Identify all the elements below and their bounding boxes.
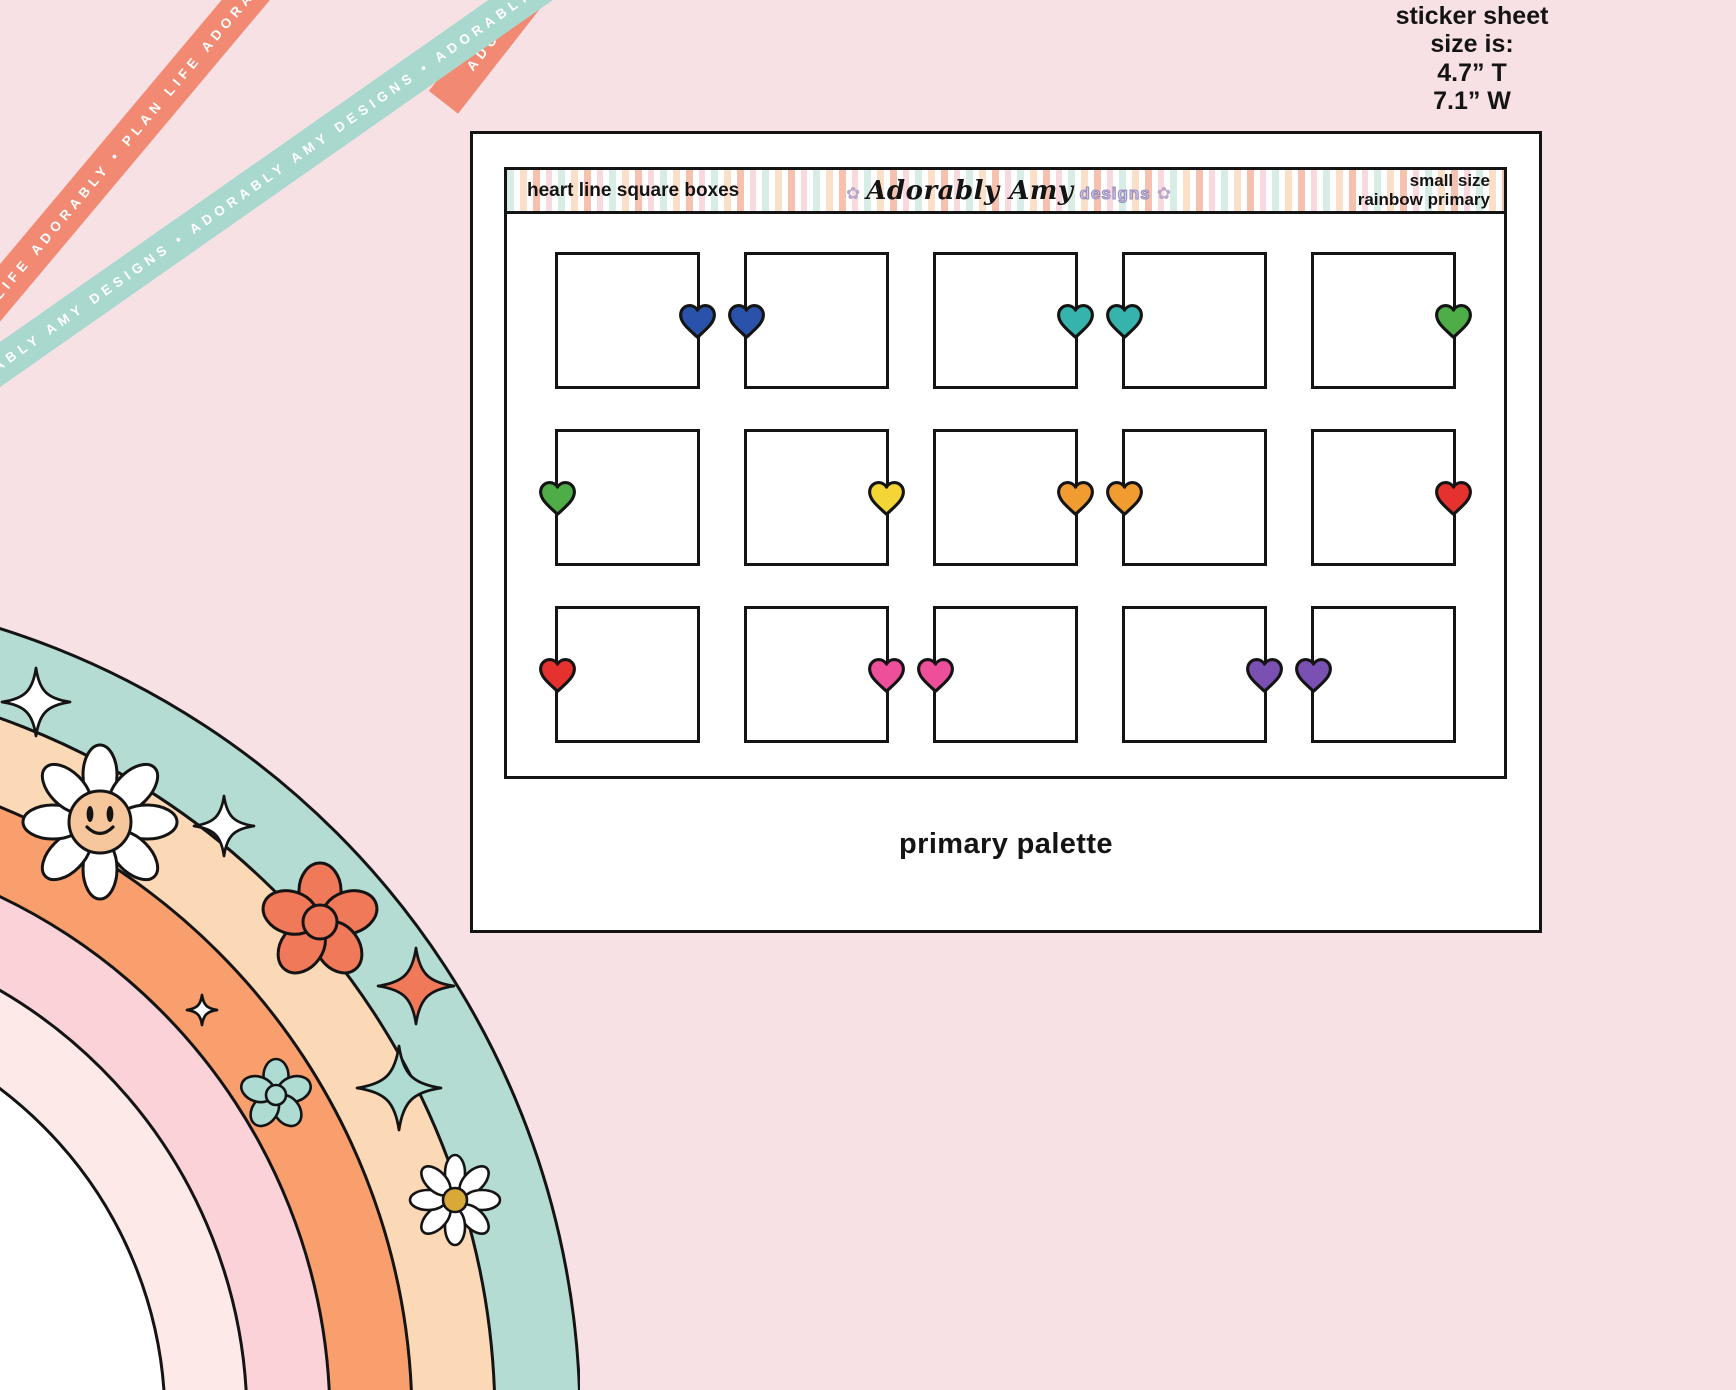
heart-icon: [1435, 303, 1472, 339]
heart-icon: [1057, 480, 1094, 516]
square-box-sticker-pink: [744, 606, 905, 743]
square-box-sticker-orange: [933, 429, 1094, 566]
size-note-line: 4.7” T: [1437, 58, 1507, 87]
square-box-sticker-pink: [917, 606, 1078, 743]
heart-icon: [539, 657, 576, 693]
smiley-smile: [85, 825, 115, 836]
square-box-sticker-green: [1311, 252, 1472, 389]
square-box-sticker-purple: [1122, 606, 1283, 743]
daisy-center: [441, 1186, 469, 1214]
coral-flower: [261, 861, 379, 975]
heart-icon: [868, 480, 905, 516]
heart-icon: [1435, 480, 1472, 516]
brand-sub-text: designs: [1079, 183, 1151, 203]
flower-icon: ✿: [846, 183, 861, 203]
smiley-daisy-flower: [21, 743, 179, 901]
sticker-row: [539, 429, 1472, 566]
heart-icon: [1295, 657, 1332, 693]
sticker-row: [555, 252, 1472, 389]
heart-icon: [1106, 303, 1143, 339]
heart-icon: [868, 657, 905, 693]
square-box-sticker-red: [1311, 429, 1472, 566]
heart-icon: [539, 480, 576, 516]
sticker-grid: [507, 214, 1504, 743]
sheet-variant-label: small size rainbow primary: [1171, 171, 1490, 209]
brand-logo: ✿ Adorably Amy designs ✿: [846, 176, 1171, 206]
square-box-sticker-blue: [728, 252, 889, 389]
brand-script-text: Adorably Amy: [866, 175, 1074, 206]
variant-line: small size: [1409, 171, 1490, 191]
white-daisy-flower: [408, 1153, 502, 1247]
smiley-face: [67, 789, 133, 855]
smiley-eye: [86, 806, 94, 822]
square-box-sticker-purple: [1295, 606, 1456, 743]
square-box-sticker-red: [539, 606, 700, 743]
heart-icon: [728, 303, 765, 339]
sticker-row: [539, 606, 1456, 743]
sheet-header-stripe: heart line square boxes ✿ Adorably Amy d…: [507, 170, 1504, 214]
heart-icon: [917, 657, 954, 693]
square-box-sticker-yellow: [744, 429, 905, 566]
flower-icon: ✿: [1156, 183, 1171, 203]
sheet-title: heart line square boxes: [527, 179, 740, 201]
size-note-line: size is:: [1430, 30, 1514, 59]
heart-icon: [1246, 657, 1283, 693]
heart-icon: [679, 303, 716, 339]
square-box-sticker-orange: [1106, 429, 1267, 566]
polaroid-frame: heart line square boxes ✿ Adorably Amy d…: [470, 131, 1542, 933]
heart-icon: [1057, 303, 1094, 339]
square-box-sticker-teal: [1106, 252, 1267, 389]
sticker-sheet: heart line square boxes ✿ Adorably Amy d…: [504, 167, 1507, 779]
square-box-sticker-teal: [933, 252, 1094, 389]
rainbow-decoration: [0, 627, 580, 1390]
square-box-sticker-blue: [555, 252, 716, 389]
teal-flower: [240, 1057, 312, 1128]
sticker-size-note: sticker sheet size is: 4.7” T 7.1” W: [1362, 2, 1582, 115]
smiley-eye: [106, 806, 114, 822]
heart-icon: [1106, 480, 1143, 516]
palette-caption: primary palette: [899, 828, 1113, 860]
size-note-line: 7.1” W: [1433, 86, 1511, 115]
variant-line: rainbow primary: [1357, 189, 1490, 209]
size-note-line: sticker sheet: [1395, 2, 1549, 30]
square-box-sticker-green: [539, 429, 700, 566]
